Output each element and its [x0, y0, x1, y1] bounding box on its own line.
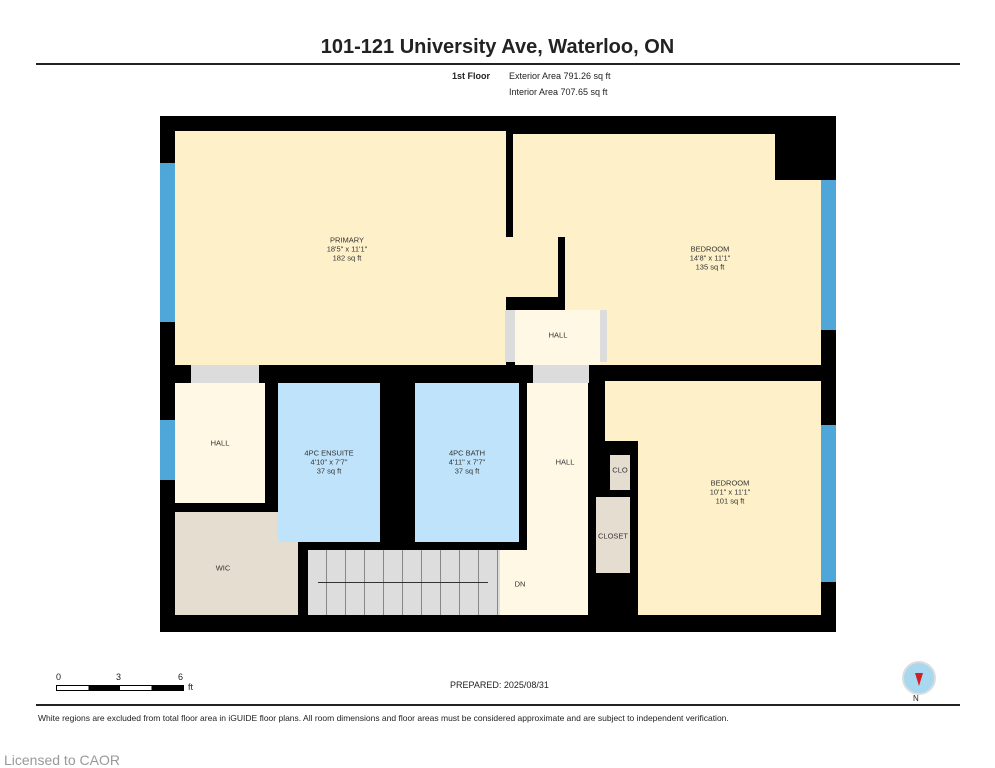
room-hall-dn [500, 550, 588, 615]
door-opening [505, 310, 515, 362]
room-hall-left [175, 383, 265, 503]
exterior-area: Exterior Area 791.26 sq ft [509, 71, 611, 81]
scale-tick-0: 0 [56, 672, 62, 682]
room-label-hall-top: HALL [548, 330, 568, 340]
scale-tick-3: 3 [116, 672, 122, 682]
compass-label: N [913, 694, 919, 703]
window [160, 163, 175, 322]
window [821, 425, 836, 582]
room-primary-ext [506, 237, 558, 297]
room-label-hall-left: HALL [210, 438, 230, 448]
stairs-arrow [318, 582, 488, 583]
room-ensuite [278, 383, 380, 542]
scale-bar [56, 685, 184, 691]
title-divider [36, 63, 960, 65]
scale-unit: ft [188, 682, 194, 692]
compass-icon [902, 661, 936, 695]
room-clo [610, 455, 630, 490]
room-primary [175, 131, 506, 365]
page-title: 101-121 University Ave, Waterloo, ON [320, 36, 675, 58]
window [821, 180, 836, 330]
room-label-clo: CLO [612, 465, 628, 475]
room-hall-top [515, 310, 600, 365]
room-label-wic: WIC [215, 563, 231, 573]
floor-name: 1st Floor [452, 71, 491, 81]
door-opening [191, 365, 259, 383]
window [160, 420, 175, 480]
footer-divider [36, 704, 960, 706]
door-opening [533, 365, 589, 383]
room-closet [596, 497, 630, 573]
room-label-closet: CLOSET [597, 531, 629, 541]
door-opening [600, 310, 607, 362]
room-label-hall-middle: HALL [555, 457, 575, 467]
interior-area: Interior Area 707.65 sq ft [509, 87, 608, 97]
room-bedroom-2 [638, 381, 821, 615]
license-watermark: Licensed to CAOR [4, 752, 120, 768]
disclaimer: White regions are excluded from total fl… [38, 713, 729, 723]
stairs-label-dn: DN [514, 579, 526, 589]
room-bedroom-1c [600, 180, 821, 365]
room-bath [415, 383, 519, 542]
room-wic [175, 512, 298, 615]
scale-tick-6: 6 [178, 672, 184, 682]
prepared-date: PREPARED: 2025/08/31 [450, 680, 549, 690]
